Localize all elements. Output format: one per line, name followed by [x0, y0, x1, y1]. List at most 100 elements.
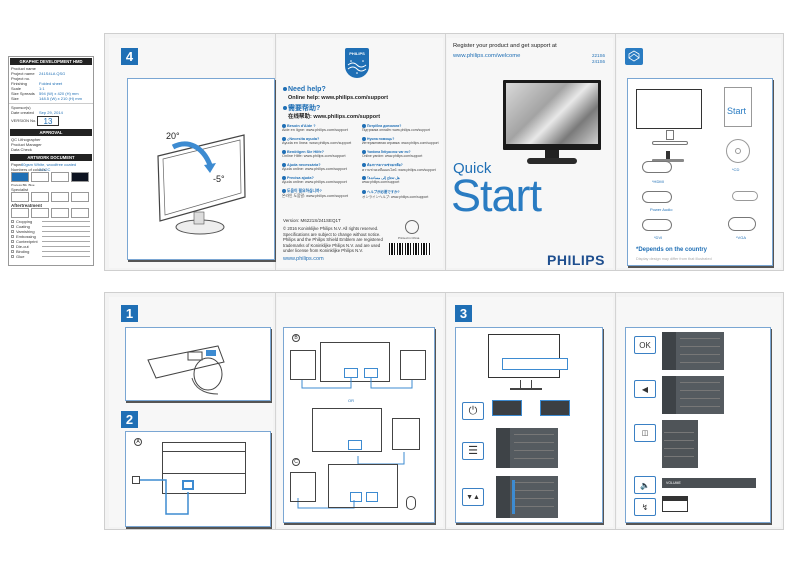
printed-in-text: Printed in China — [398, 236, 420, 240]
swatch-black — [71, 172, 89, 182]
option-c-label: C — [292, 458, 300, 466]
attach-base-icon — [147, 345, 225, 395]
power-connect-illustration: A — [125, 431, 271, 527]
support-panel: PHILIPS Need help? Online help: www.phil… — [277, 38, 443, 268]
screen-off-preview — [492, 400, 522, 416]
power-port-highlight — [182, 480, 194, 490]
osd-controls-frame: OK ◀ ◫ 🔈 VOLUME ↯ — [625, 327, 771, 523]
version-row: VERSION No. 13 — [9, 115, 93, 127]
hdmi-port-highlight — [348, 440, 362, 450]
connections-panel: B OR C — [277, 297, 443, 527]
lang-help-item: Yardıma İhtiyacınız var mı?Online yardım… — [362, 150, 423, 159]
graphic-spec-form: GRAPHIC DEVELOPMENT HMD Product name Pro… — [8, 56, 94, 266]
lang-help-item: ต้องการความช่วยเหลือ?ความช่วยเหลือออนไลน… — [362, 163, 436, 172]
barcode — [389, 243, 431, 255]
tilt-down-angle: -5° — [213, 174, 225, 184]
power-cable-icon — [642, 191, 672, 203]
lang-help-item: هل تحتاج إلى مساعدة؟www.philips.com/supp… — [362, 176, 400, 185]
menu-icon: ☰ — [468, 445, 478, 457]
option-a-label: A — [134, 438, 142, 446]
volume-button[interactable]: 🔈 — [634, 476, 656, 494]
lang-help-item: Потрібна допомога?Підтримка онлайн: www.… — [362, 124, 430, 133]
lang-help-item: Precisa ajuda?Ajuda online: www.philips.… — [282, 176, 347, 184]
checklist-item[interactable]: Glue — [9, 254, 93, 259]
cn-help-title: 需要帮助? — [283, 103, 320, 113]
monitor-photo — [503, 80, 601, 150]
dvi-port-highlight — [344, 368, 358, 378]
speaker-icon: 🔈 — [640, 481, 650, 490]
checklist-item[interactable]: Die-cut — [9, 244, 93, 249]
monitor-tilt-icon — [157, 134, 246, 235]
input-osd-preview — [662, 496, 688, 512]
approval-row: Data Check — [11, 147, 32, 152]
monitor-back — [312, 408, 382, 452]
contents-frame: Start *CD *HDMI Power Audio *DVI *VGA *D… — [627, 78, 773, 266]
help-icon — [283, 106, 287, 111]
dvi-cable-icon — [642, 219, 672, 231]
up-down-button[interactable]: ▼▲ — [462, 488, 484, 506]
checklist-item[interactable]: Varnishing — [9, 229, 93, 234]
register-link[interactable]: www.philips.com/welcome — [453, 53, 521, 59]
checklist-item[interactable]: Cropping — [9, 219, 93, 224]
smartimage-icon: ◫ — [641, 430, 649, 437]
checklist-item[interactable]: Embossing — [9, 234, 93, 239]
osd-smartimage-preview — [662, 420, 698, 468]
back-button[interactable]: ◀ — [634, 380, 656, 398]
form-header: GRAPHIC DEVELOPMENT HMD — [10, 58, 92, 65]
swatch-labels: Process Blk Blue — [11, 183, 35, 187]
checklist-item[interactable]: Coating — [9, 224, 93, 229]
audio-cable-icon — [732, 191, 758, 201]
disclaimer-text: Display design may differ from that illu… — [636, 257, 712, 261]
swatch-empty — [31, 172, 49, 182]
aftertreatment-row: Aftertreatment — [11, 203, 43, 208]
lang-help-item: 도움이 필요하십니까?온라인 도움말: www.philips.com/supp… — [282, 189, 348, 198]
power-button[interactable]: ⏻ — [462, 402, 484, 420]
cn-help-link[interactable]: 在线帮助: www.philips.com/support — [288, 114, 381, 120]
philips-wordmark: PHILIPS — [547, 252, 605, 268]
power-cable-line — [140, 479, 189, 515]
or-label: OR — [348, 398, 354, 403]
option-b-label: B — [292, 334, 300, 342]
quickstart-booklet-icon: Start — [724, 87, 752, 127]
need-help-link[interactable]: Online help: www.philips.com/support — [288, 95, 389, 101]
step4-panel: 4 20° -5° — [109, 38, 275, 268]
lang-help-item: Ajuda necessária?Ajuda online: www.phili… — [282, 163, 347, 171]
specialist-row: Specialist — [11, 187, 29, 192]
osd-navigate — [496, 476, 558, 518]
website-link[interactable]: www.philips.com — [283, 256, 324, 262]
checklist-item[interactable]: Binding — [9, 249, 93, 254]
swatch-blue — [11, 172, 29, 182]
step-number: 1 — [121, 305, 138, 322]
approval-row: QC Lithographer — [11, 137, 41, 142]
ok-button[interactable]: OK — [634, 336, 656, 354]
lang-help-item: ヘルプが必要ですか?オンラインヘルプ: www.philips.com/supp… — [362, 190, 429, 200]
front-buttons-callout — [502, 358, 568, 370]
checklist-item[interactable]: Contextprint — [9, 239, 93, 244]
approval-header: APPROVAL — [10, 129, 92, 136]
need-help-title: Need help? — [283, 86, 326, 93]
stand-icon — [666, 151, 670, 159]
lang-help-item: Benötigen Sie Hilfe?Online Hilfe: www.ph… — [282, 150, 346, 158]
help-icon — [283, 87, 287, 92]
version-text: Version: M6221S/241SEQ1T — [283, 218, 341, 223]
box-contents-icon — [625, 48, 643, 65]
monitor-base — [527, 158, 577, 164]
lang-help-item: Нужна помощь?Интерактивная справка: www.… — [362, 137, 439, 146]
lang-help-item: ¿Necesita ayuda?Ayuda en línea: www.phil… — [282, 137, 352, 145]
menu-button[interactable]: ☰ — [462, 442, 484, 460]
legal-text: © 2016 Koninklijke Philips N.V. All righ… — [283, 226, 383, 254]
input-button[interactable]: ↯ — [634, 498, 656, 516]
connection-illustration: B OR C — [283, 327, 435, 523]
top-sheet: 4 20° -5° PHILIPS Need help? Online — [104, 33, 784, 271]
pc-tower-icon — [290, 350, 316, 380]
smartimage-button[interactable]: ◫ — [634, 424, 656, 442]
sponsor-row: Sponsor(s) — [11, 105, 31, 110]
volume-slider[interactable]: VOLUME — [662, 478, 756, 488]
color-swatches — [9, 172, 93, 183]
